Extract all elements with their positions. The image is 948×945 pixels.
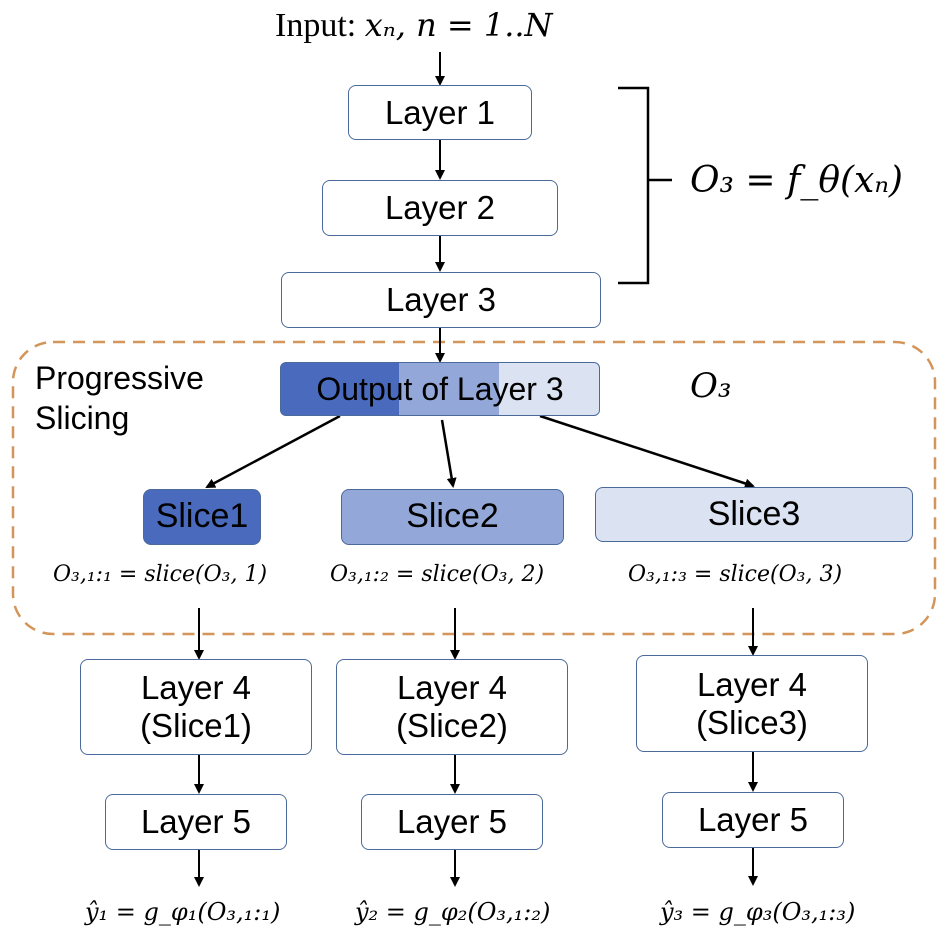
layer4-slice3-line1: Layer 4 xyxy=(696,665,808,703)
output-y3: ŷ₃ = g_φ₃(O₃,₁:₃) xyxy=(660,898,856,926)
layer4-slice1-line2: (Slice1) xyxy=(140,707,252,744)
arrow-output-slice2 xyxy=(440,419,457,488)
slice2-formula: O₃,₁:₂ = slice(O₃, 2) xyxy=(330,562,545,587)
o3-label: O₃ xyxy=(690,366,732,406)
layer4-slice1-line1: Layer 4 xyxy=(140,669,252,707)
layer4-slice3-box: Layer 4 (Slice3) xyxy=(636,655,868,752)
input-expr: xₙ, n = 1..N xyxy=(364,6,553,44)
slice1-box: Slice1 xyxy=(143,489,261,545)
output-of-layer-3: Output of Layer 3 xyxy=(280,362,600,416)
layer5-slice1-box: Layer 5 xyxy=(105,794,287,850)
slice1-formula: O₃,₁:₁ = slice(O₃, 1) xyxy=(53,562,268,587)
layer5-slice2-box: Layer 5 xyxy=(361,794,543,850)
slice2-box: Slice2 xyxy=(341,489,564,545)
slice3-formula: O₃,₁:₃ = slice(O₃, 3) xyxy=(628,562,843,587)
input-prefix: Input: xyxy=(275,7,365,44)
output-y2: ŷ₂ = g_φ₂(O₃,₁:₂) xyxy=(355,898,551,926)
layer4-slice2-line1: Layer 4 xyxy=(396,669,508,707)
layer4-slice1-box: Layer 4 (Slice1) xyxy=(80,659,312,755)
input-label: Input: xₙ, n = 1..N xyxy=(275,6,553,45)
layer5-slice3-box: Layer 5 xyxy=(662,792,844,848)
region-label-line1: Progressive xyxy=(35,360,204,396)
brace xyxy=(618,86,672,285)
region-label: Progressive Slicing xyxy=(35,358,204,438)
layer-2-box: Layer 2 xyxy=(322,180,558,236)
output-label: Output of Layer 3 xyxy=(316,370,564,407)
brace-formula: O₃ = f_θ(xₙ) xyxy=(690,160,903,201)
layer-3-box: Layer 3 xyxy=(281,272,601,328)
layer-1-box: Layer 1 xyxy=(348,85,532,140)
layer4-slice2-line2: (Slice2) xyxy=(396,707,508,744)
progressive-slicing-region xyxy=(11,340,937,636)
arrow-output-slice1 xyxy=(205,414,341,489)
layer4-slice2-box: Layer 4 (Slice2) xyxy=(336,659,568,755)
slice3-box: Slice3 xyxy=(595,487,913,542)
output-y1: ŷ₁ = g_φ₁(O₃,₁:₁) xyxy=(85,898,281,926)
layer4-slice3-line2: (Slice3) xyxy=(696,703,808,741)
region-label-line2: Slicing xyxy=(35,400,130,436)
arrow-output-slice3 xyxy=(539,414,755,489)
